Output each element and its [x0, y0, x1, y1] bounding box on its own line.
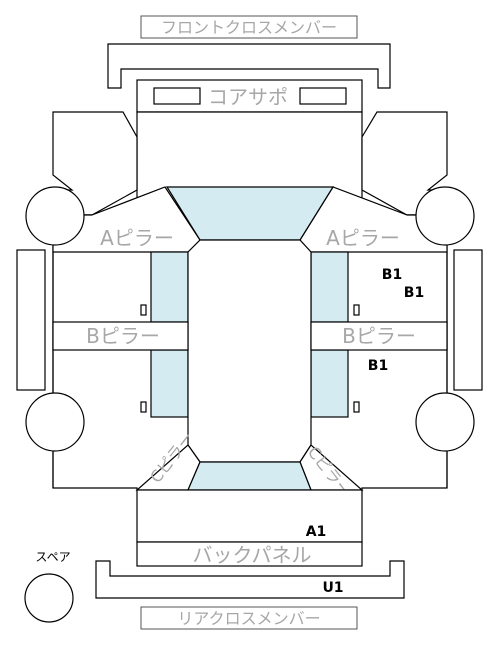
right-b-pillar — [310, 321, 448, 351]
roof — [187, 239, 312, 463]
right-rear-door-marker: B1 — [368, 358, 388, 374]
right-mirror — [453, 249, 483, 391]
left-a-pillar-label: Aピラー — [100, 226, 174, 250]
right-rear-door-handle — [353, 401, 360, 413]
left-front-side-glass — [150, 251, 189, 323]
right-front-door-handle — [353, 304, 360, 316]
left-b-pillar-label: Bピラー — [86, 324, 160, 348]
left-b-pillar — [52, 321, 189, 351]
left-mirror — [16, 249, 46, 391]
left-front-wheel — [25, 186, 85, 246]
left-rear-wheel — [25, 392, 85, 452]
trunk — [136, 489, 363, 543]
rear-cross-member-box — [140, 606, 358, 630]
right-a-pillar-label: Aピラー — [326, 226, 400, 250]
core-support-right-block — [299, 87, 347, 105]
rear-window — [187, 461, 312, 491]
rear-cross-member-label: リアクロスメンバー — [177, 609, 320, 628]
back-panel-code: A1 — [306, 524, 327, 540]
right-rear-wheel — [415, 392, 475, 452]
left-rear-side-glass — [150, 349, 189, 418]
left-front-door-handle — [140, 304, 147, 316]
right-front-wheel — [415, 186, 475, 246]
right-front-door-marker-1: B1 — [382, 267, 402, 283]
spare-label: スペア — [35, 550, 70, 564]
right-front-side-glass — [310, 251, 349, 323]
back-panel — [136, 541, 363, 567]
rear-member-code: U1 — [322, 580, 343, 596]
core-support-left-block — [153, 87, 201, 105]
right-rear-side-glass — [310, 349, 349, 418]
rear-cross-member — [95, 560, 405, 599]
left-rear-door-handle — [140, 401, 147, 413]
front-cross-member — [107, 43, 391, 89]
front-cross-member-box — [140, 15, 358, 39]
right-b-pillar-label: Bピラー — [342, 324, 416, 348]
spare-tire — [24, 573, 74, 623]
right-front-door-marker-2: B1 — [404, 285, 424, 301]
core-support-label: コアサポ — [208, 85, 288, 109]
front-cross-member-label: フロントクロスメンバー — [161, 18, 337, 37]
back-panel-label: バックパネル — [193, 543, 312, 567]
